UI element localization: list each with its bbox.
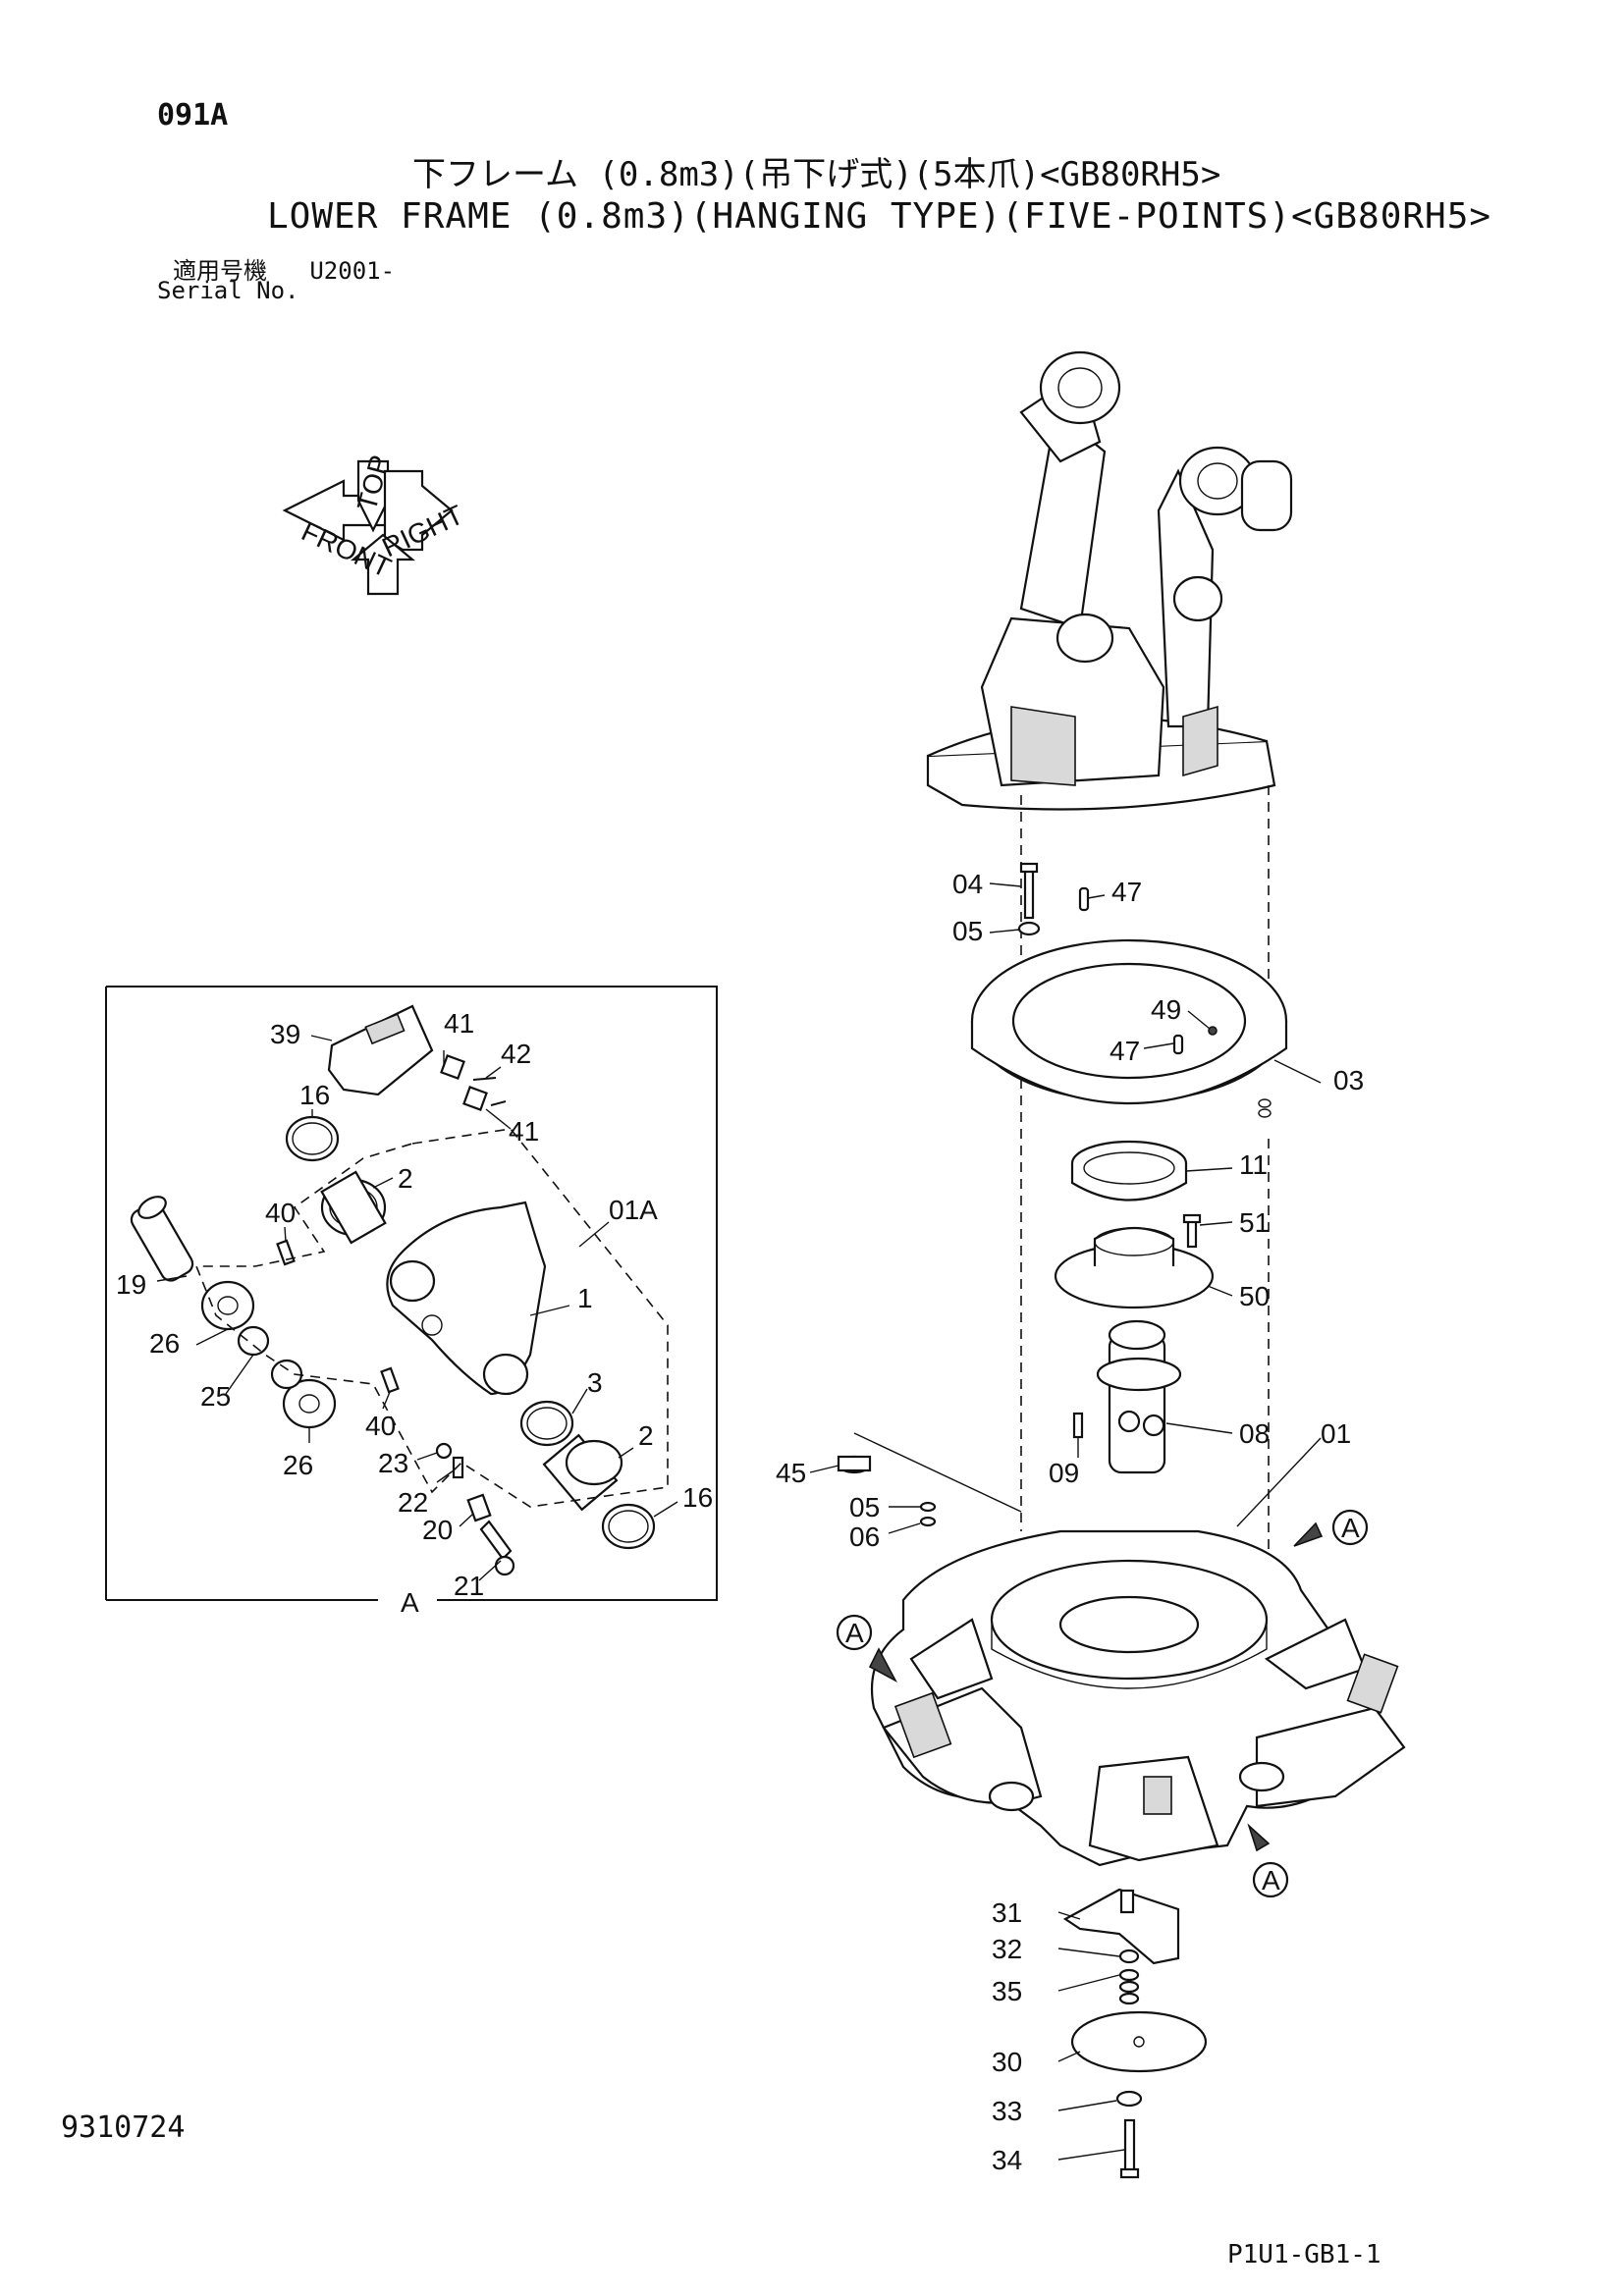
callout-31: 31 bbox=[992, 1897, 1022, 1928]
callout-22: 22 bbox=[398, 1487, 428, 1518]
callout-34: 34 bbox=[992, 2145, 1022, 2175]
callout-41: 41 bbox=[444, 1008, 474, 1039]
callout-30: 30 bbox=[992, 2047, 1022, 2077]
callout-39: 39 bbox=[270, 1019, 300, 1049]
callout-09: 09 bbox=[1049, 1458, 1079, 1488]
callout-26: 26 bbox=[283, 1450, 313, 1480]
serial-label-japanese: 適用号機 bbox=[173, 257, 267, 285]
callout-32: 32 bbox=[992, 1934, 1022, 1964]
view-marker-a: A bbox=[1262, 1865, 1280, 1896]
callout-42: 42 bbox=[501, 1039, 531, 1069]
detail-a-parts bbox=[130, 1004, 678, 1581]
title-japanese: 下フレーム (0.8m3)(吊下げ式)(5本爪)<GB80RH5> bbox=[412, 155, 1221, 194]
page-code: 091A bbox=[157, 98, 229, 133]
detail-a-callouts: 39 41 42 41 16 2 40 01A 19 1 26 25 3 40 … bbox=[116, 1008, 713, 1601]
callout-51: 51 bbox=[1239, 1207, 1270, 1238]
callout-11: 11 bbox=[1239, 1149, 1268, 1180]
callout-04: 04 bbox=[952, 869, 983, 899]
serial-label-english: Serial No. bbox=[157, 277, 299, 304]
callout-47: 47 bbox=[1111, 877, 1142, 907]
main-exploded-view bbox=[809, 350, 1406, 2179]
callout-45: 45 bbox=[776, 1458, 806, 1488]
callout-16: 16 bbox=[682, 1482, 713, 1513]
detail-a-box: A bbox=[105, 986, 718, 1618]
callout-03: 03 bbox=[1333, 1065, 1364, 1095]
callout-19: 19 bbox=[116, 1269, 146, 1300]
callout-33: 33 bbox=[992, 2096, 1022, 2126]
view-marker-a: A bbox=[1341, 1513, 1360, 1543]
callout-47: 47 bbox=[1110, 1036, 1140, 1066]
callout-05: 05 bbox=[952, 916, 983, 946]
callout-1: 1 bbox=[577, 1283, 593, 1313]
callout-20: 20 bbox=[422, 1515, 453, 1545]
orientation-arrows-icon: FRONT TOP RIGHT bbox=[282, 452, 467, 596]
view-marker-a: A bbox=[845, 1618, 864, 1648]
callout-50: 50 bbox=[1239, 1281, 1270, 1311]
document-number: 9310724 bbox=[61, 2110, 186, 2145]
callout-06: 06 bbox=[849, 1522, 880, 1552]
callout-16: 16 bbox=[299, 1080, 330, 1110]
callout-23: 23 bbox=[378, 1448, 408, 1478]
callout-49: 49 bbox=[1151, 994, 1181, 1025]
serial-line-japanese: 適用号機 U2001- bbox=[173, 251, 395, 286]
callout-25: 25 bbox=[200, 1381, 231, 1412]
callout-2: 2 bbox=[638, 1420, 654, 1451]
serial-value: U2001- bbox=[309, 257, 396, 285]
page-reference: P1U1-GB1-1 bbox=[1227, 2240, 1381, 2269]
callout-01A: 01A bbox=[609, 1195, 658, 1225]
callout-01: 01 bbox=[1321, 1418, 1351, 1449]
detail-a-label: A bbox=[401, 1587, 419, 1618]
callout-08: 08 bbox=[1239, 1418, 1270, 1449]
callout-35: 35 bbox=[992, 1976, 1022, 2006]
title-english: LOWER FRAME (0.8m3)(HANGING TYPE)(FIVE-P… bbox=[267, 196, 1492, 237]
main-callouts: 04 47 05 49 47 03 11 51 50 08 01 09 45 0… bbox=[776, 869, 1364, 2175]
callout-05: 05 bbox=[849, 1492, 880, 1522]
callout-3: 3 bbox=[587, 1367, 603, 1398]
callout-40: 40 bbox=[365, 1411, 396, 1441]
callout-21: 21 bbox=[454, 1571, 484, 1601]
callout-41: 41 bbox=[509, 1116, 539, 1147]
callout-2: 2 bbox=[398, 1163, 413, 1194]
callout-26: 26 bbox=[149, 1328, 180, 1359]
callout-40: 40 bbox=[265, 1198, 296, 1228]
